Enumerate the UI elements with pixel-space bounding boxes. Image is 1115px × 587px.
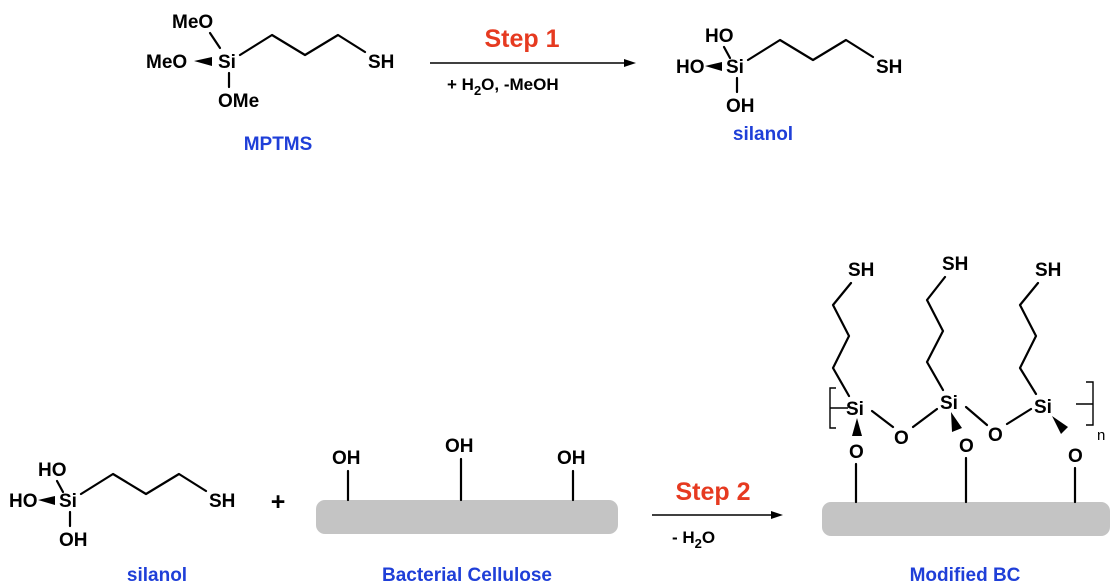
atom-si-mod-1: Si — [846, 399, 864, 420]
chain-mod-2 — [925, 275, 947, 392]
step1-reagent-suffix: O, -MeOH — [481, 75, 558, 94]
bacterial-cellulose: OH OH OH Bacterial Cellulose — [316, 436, 618, 586]
wedge-si1-o — [852, 418, 862, 436]
atom-sh-silanol-top: SH — [876, 57, 902, 78]
caption-mptms: MPTMS — [244, 134, 313, 155]
bond-si1-o — [870, 409, 895, 429]
mptms-molecule: MeO MeO Si OMe SH MPTMS — [146, 12, 394, 155]
atom-oh-bc-1: OH — [332, 448, 361, 469]
bond-si2-o — [964, 405, 989, 427]
atom-ho-left: HO — [676, 57, 705, 78]
atom-meo-left: MeO — [146, 52, 187, 73]
bond-ho-si-top — [722, 45, 732, 60]
atom-sh-silanol-b: SH — [209, 491, 235, 512]
step1-arrowhead — [624, 59, 636, 67]
caption-silanol-bottom: silanol — [127, 565, 187, 586]
atom-si-mod-2: Si — [940, 393, 958, 414]
step2-reagent: - H2O — [672, 528, 715, 551]
caption-silanol-top: silanol — [733, 124, 793, 145]
wedge-bond-ho — [705, 62, 722, 71]
atom-ome: OMe — [218, 91, 259, 112]
wedge-si2-o — [951, 412, 962, 432]
bond-o-si3 — [1005, 407, 1033, 426]
step1-reagent-prefix: + H — [447, 75, 474, 94]
atom-o-surface-1: O — [849, 442, 864, 463]
step2-reagent-prefix: - H — [672, 528, 695, 547]
atom-sh-mod-1: SH — [848, 260, 874, 281]
step1-label: Step 1 — [484, 25, 559, 53]
atom-o-surface-2: O — [959, 436, 974, 457]
atom-ho-left-b: HO — [9, 491, 38, 512]
silanol-top-molecule: HO HO Si OH SH silanol — [676, 26, 902, 145]
step2-reagent-sub: 2 — [695, 536, 702, 551]
bond-o-si2 — [911, 407, 939, 429]
atom-si-mptms: Si — [218, 52, 236, 73]
atom-o-bridge-2: O — [988, 425, 1003, 446]
polymer-n: n — [1097, 427, 1105, 444]
chain-mod-3 — [1018, 281, 1040, 396]
atom-oh-bottom-b: OH — [59, 530, 88, 551]
caption-bacterial-cellulose: Bacterial Cellulose — [382, 565, 552, 586]
atom-oh-bottom: OH — [726, 96, 755, 117]
cellulose-surface — [316, 500, 618, 534]
wedge-bond-meo — [194, 57, 212, 66]
caption-modified-bc: Modified BC — [910, 565, 1021, 586]
modified-bc: n SH SH SH Si Si Si O O O O O Modified B… — [822, 254, 1110, 586]
plus-sign: + — [271, 488, 286, 516]
step1-arrow-group: Step 1 + H2O, -MeOH — [430, 25, 636, 98]
atom-oh-bc-3: OH — [557, 448, 586, 469]
step2-reagent-suffix: O — [702, 528, 715, 547]
step2-arrow-group: Step 2 - H2O — [652, 478, 783, 551]
propyl-chain-silanol-b — [79, 472, 208, 496]
atom-sh-mptms: SH — [368, 52, 394, 73]
atom-o-surface-3: O — [1068, 446, 1083, 467]
propyl-chain-silanol-top — [746, 38, 875, 62]
wedge-bond-ho-b — [38, 496, 55, 505]
atom-sh-mod-3: SH — [1035, 260, 1061, 281]
atom-si-silanol-top: Si — [726, 57, 744, 78]
atom-si-silanol-b: Si — [59, 491, 77, 512]
bond-ho-si-top-b — [55, 479, 65, 494]
atom-meo-top: MeO — [172, 12, 213, 33]
wedge-si3-o — [1052, 416, 1068, 434]
bond-meo-si-top — [208, 31, 222, 50]
step1-reagent: + H2O, -MeOH — [447, 75, 559, 98]
atom-si-mod-3: Si — [1034, 397, 1052, 418]
step2-label: Step 2 — [675, 478, 750, 506]
step2-arrowhead — [771, 511, 783, 519]
modified-surface — [822, 502, 1110, 536]
step1-reagent-sub: 2 — [474, 83, 481, 98]
atom-o-bridge-1: O — [894, 428, 909, 449]
atom-sh-mod-2: SH — [942, 254, 968, 275]
atom-ho-top-b: HO — [38, 460, 67, 481]
silanol-bottom-molecule: HO HO Si OH SH silanol — [9, 460, 235, 586]
atom-oh-bc-2: OH — [445, 436, 474, 457]
propyl-chain-mptms — [238, 33, 367, 57]
atom-ho-top: HO — [705, 26, 734, 47]
chain-mod-1 — [831, 281, 853, 398]
